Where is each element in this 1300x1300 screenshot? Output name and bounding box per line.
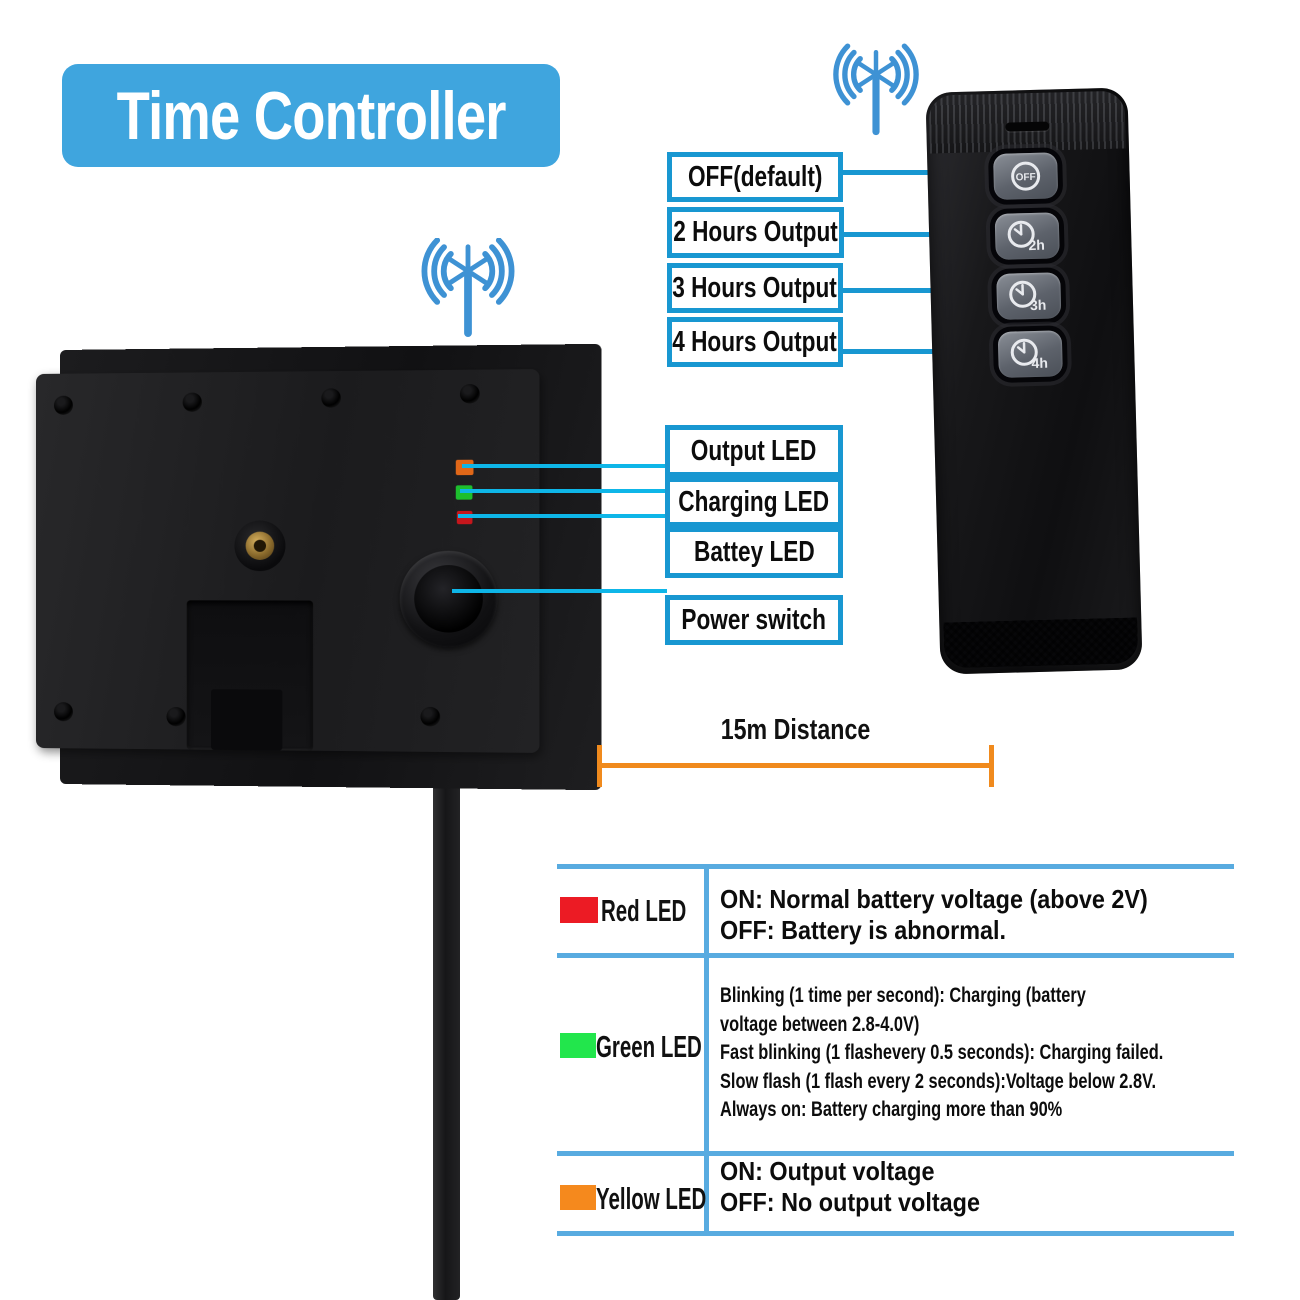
table-grid-line <box>557 1231 1234 1236</box>
clock-timer-icon: 4h <box>1010 338 1048 371</box>
timer-4h-label: 4h <box>1031 355 1048 371</box>
distance-bracket-cap <box>597 745 602 787</box>
power-switch-callout: Power switch <box>665 595 843 645</box>
clock-timer-icon: 3h <box>1009 280 1047 313</box>
timer-4h-button: 4h <box>997 330 1063 378</box>
wireless-signal-icon <box>421 238 515 337</box>
connector-line <box>840 232 937 237</box>
screw-hole <box>53 702 73 722</box>
screw-hole <box>321 388 341 408</box>
remote-control: OFF 2h 3h 4h <box>925 87 1143 675</box>
yellow-led-swatch <box>560 1185 596 1210</box>
green-led-description: Blinking (1 time per second): Charging (… <box>720 984 1164 1122</box>
screw-hole <box>182 392 202 412</box>
page-title: Time Controller <box>116 77 506 154</box>
timer-2h-label: 2h <box>1028 237 1045 253</box>
red-led-swatch <box>560 897 598 923</box>
yellow-led-description: ON: Output voltage OFF: No output voltag… <box>720 1156 980 1217</box>
red-led-description: ON: Normal battery voltage (above 2V) OF… <box>720 884 1148 945</box>
red-led-label: Red LED <box>601 893 687 928</box>
device-cable <box>433 740 460 1300</box>
off-button-label: OFF <box>1016 172 1036 184</box>
battery-recess <box>186 600 314 751</box>
connector-line <box>458 514 667 518</box>
distance-label: 15m Distance <box>720 714 870 746</box>
table-grid-line <box>557 1151 1234 1156</box>
mounting-insert-core <box>253 539 267 552</box>
off-power-icon: OFF <box>1011 161 1041 191</box>
wireless-signal-icon <box>833 43 919 136</box>
battey-led-callout: Battey LED <box>665 527 843 578</box>
connector-line <box>452 589 667 593</box>
3-hours-output-callout: 3 Hours Output <box>667 263 843 313</box>
power-switch-cap <box>414 565 483 633</box>
off-default-callout: OFF(default) <box>667 152 843 202</box>
connector-line <box>462 464 667 468</box>
table-grid-line <box>557 953 1234 958</box>
timer-2h-button: 2h <box>994 212 1060 260</box>
2-hours-output-callout: 2 Hours Output <box>667 207 844 258</box>
clock-timer-icon: 2h <box>1007 220 1045 253</box>
title-banner: Time Controller <box>62 64 560 167</box>
device-panel <box>36 369 540 753</box>
connector-line <box>840 349 937 354</box>
screw-hole <box>459 383 480 404</box>
green-led-swatch <box>560 1033 596 1058</box>
screw-hole <box>420 706 441 727</box>
4-hours-output-callout: 4 Hours Output <box>667 317 843 367</box>
connector-line <box>460 489 667 493</box>
output-led-callout: Output LED <box>665 425 843 477</box>
charging-led-callout: Charging LED <box>665 477 843 527</box>
distance-bracket-cap <box>989 745 994 787</box>
screw-hole <box>53 395 73 415</box>
off-button: OFF <box>993 152 1059 200</box>
screw-hole <box>166 706 186 727</box>
remote-grip-texture <box>943 617 1139 669</box>
yellow-led-label: Yellow LED <box>596 1181 707 1216</box>
timer-3h-button: 3h <box>996 272 1062 320</box>
distance-bracket-line <box>597 763 994 768</box>
green-led-label: Green LED <box>596 1029 702 1064</box>
recess-notch <box>211 689 283 751</box>
table-grid-line <box>557 864 1234 869</box>
remote-keyring-slot <box>1005 121 1050 132</box>
connector-line <box>840 170 937 175</box>
table-divider-line <box>704 864 709 1236</box>
connector-line <box>840 288 937 293</box>
timer-3h-label: 3h <box>1030 297 1047 313</box>
